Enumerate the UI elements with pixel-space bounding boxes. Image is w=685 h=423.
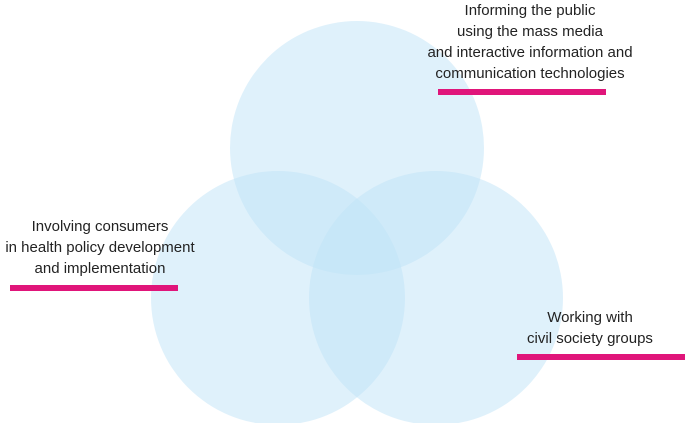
label-line: civil society groups: [527, 330, 653, 347]
label-line: and interactive information and: [427, 44, 633, 61]
label-line: and implementation: [34, 260, 166, 277]
label-line: Involving consumers: [31, 218, 169, 235]
accent-bar-informing-the-public: [438, 89, 606, 95]
label-involving-consumers: Involving consumers in health policy dev…: [0, 216, 200, 279]
circle-working-with-civil-society: [309, 171, 563, 423]
label-line: using the mass media: [457, 23, 603, 40]
label-line: communication technologies: [435, 65, 625, 82]
label-line: Working with: [547, 309, 633, 326]
label-line: in health policy development: [5, 239, 195, 256]
accent-bar-involving-consumers: [10, 285, 178, 291]
label-line: Informing the public: [464, 2, 596, 19]
label-informing-the-public: Informing the public using the mass medi…: [400, 0, 660, 84]
label-working-with-civil-society: Working with civil society groups: [500, 307, 680, 349]
accent-bar-working-with-civil-society: [517, 354, 685, 360]
